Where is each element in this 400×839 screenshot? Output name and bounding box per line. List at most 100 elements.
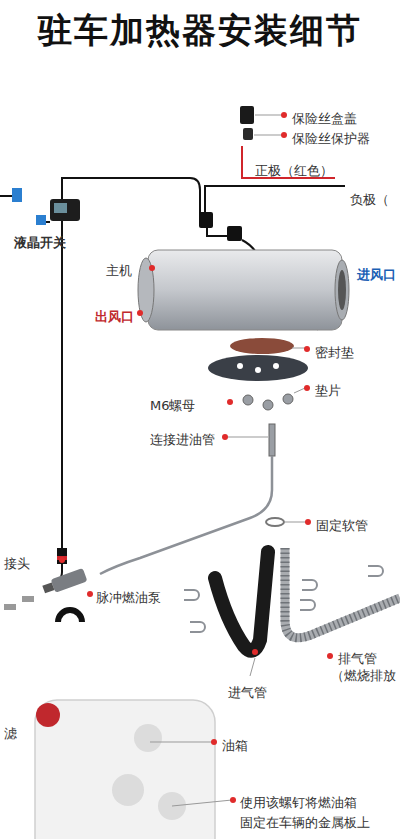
label-wrap: 使用该螺钉将燃油箱 [240,792,357,811]
label-wrap: M6螺母 [150,395,196,414]
marker-dot [87,591,93,597]
part-label: 进风口 [357,267,396,282]
clip [184,590,199,600]
part-label: （燃烧排放 [331,668,396,683]
tank-cap [36,703,60,727]
fuel-pump [41,568,87,596]
label-wrap: 固定在车辆的金属板上 [240,812,370,831]
part-label: 负极（ [350,192,389,207]
gasket [230,338,294,354]
connector-plug [57,548,67,564]
label-wrap: 进风口 [357,264,396,283]
leader-lines [150,115,306,806]
air-inlet [335,260,349,320]
marker-dot [149,265,155,271]
exhaust-pipe [285,548,400,638]
m6-nut [263,400,273,410]
part-label: 油箱 [222,738,248,753]
label-wrap: 液晶开关 [14,232,66,251]
clip [300,600,315,610]
label-wrap: 油箱 [222,735,248,754]
marker-dot [227,399,233,405]
blue-plug [36,215,46,225]
tank-hole [112,774,144,806]
part-label: M6螺母 [150,398,196,413]
part-label: 出风口 [95,309,134,324]
fitting [22,596,34,602]
label-wrap: 固定软管 [316,515,368,534]
part-label: 保险丝盒盖 [292,111,357,126]
part-label: 接头 [4,556,30,571]
title: 驻车加热器安装细节 [38,10,362,50]
marker-dot [305,519,311,525]
leader-line [292,348,305,349]
label-wrap: 出风口 [95,306,134,325]
part-label: 脉冲燃油泵 [96,590,161,605]
label-wrap: 保险丝保护器 [292,128,370,147]
part-label: 使用该螺钉将燃油箱 [240,795,357,810]
marker-dot [230,797,236,803]
clips [184,566,383,632]
air-outlet [138,258,154,322]
label-wrap: 进气管 [228,682,267,701]
label-wrap: 连接进油管 [150,429,215,448]
plate-hole [255,367,261,373]
part-label: 连接进油管 [150,432,215,447]
lcd-switch [50,199,80,221]
label-wrap: 排气管 [338,648,377,667]
leader-line [285,522,306,523]
label-wrap: 负极（ [350,189,389,208]
part-label: 滤 [4,726,17,741]
leader-line [172,800,232,806]
marker-dot [252,649,258,655]
marker-dot [211,739,217,745]
leader-line [228,437,268,438]
leader-line [254,135,282,136]
part-label: 主机 [106,263,132,278]
fuse-protector [243,128,253,140]
part-label: 排气管 [338,651,377,666]
m6-nut [283,394,293,404]
fuel-inlet-tube [269,424,275,456]
clip [190,622,205,632]
part-label: 保险丝保护器 [292,131,370,146]
m6-nut [243,395,253,405]
positive-wire [242,146,335,178]
label-wrap: 滤 [4,723,17,742]
part-label: 密封垫 [315,345,354,360]
label-wrap: 接头 [4,553,30,572]
label-wrap: 保险丝盒盖 [292,108,357,127]
negative-wire [205,186,345,214]
part-label: 液晶开关 [14,235,66,250]
label-wrap: 正极（红色） [255,160,333,179]
leader-line [255,115,282,116]
main-wire [62,178,200,548]
leader-line [294,388,305,393]
clip [368,566,383,576]
title-wrap: 驻车加热器安装细节 [0,10,400,50]
part-label: 垫片 [315,383,341,398]
label-wrap: 脉冲燃油泵 [96,587,161,606]
label-wrap: 主机 [106,260,132,279]
tank-hole [134,724,162,752]
fuel-line [100,456,272,574]
intake-hose [215,552,268,651]
air-inlet-hole [338,270,346,310]
fuel-tank [35,700,215,839]
marker-dot [281,112,287,118]
heater-body [148,250,342,330]
plate-hole [273,363,279,369]
pump-body [51,568,88,593]
label-wrap: 垫片 [315,380,341,399]
wire-connector [199,212,213,228]
marker-dot [137,310,143,316]
exhaust-ribs [285,548,400,638]
label-wrap: 密封垫 [315,342,354,361]
marker-dot [304,385,310,391]
marker-dot [327,653,333,659]
marker-dot [304,346,310,352]
pump-end [42,582,54,593]
marker-dot [222,434,228,440]
fitting [4,604,16,610]
